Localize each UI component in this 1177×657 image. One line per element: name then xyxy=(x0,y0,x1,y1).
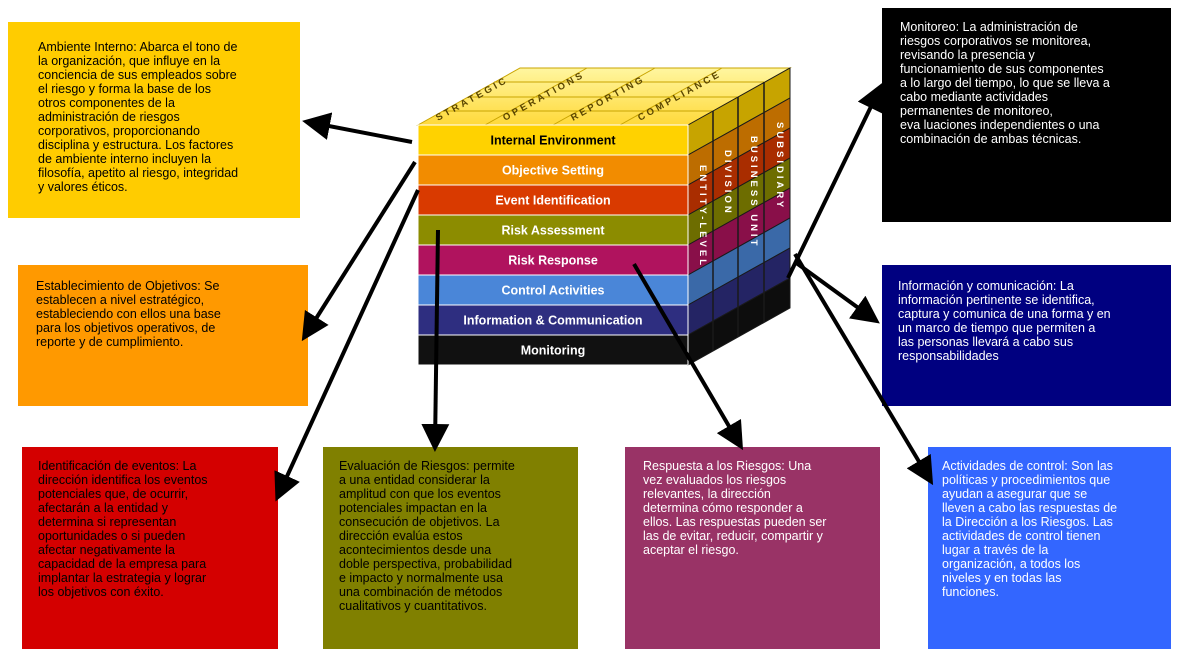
arrow-to-risk-assessment xyxy=(421,229,450,452)
cube-layer xyxy=(417,334,689,366)
arrow-to-objective-setting xyxy=(301,160,417,342)
arrow-to-internal-environment xyxy=(302,112,413,144)
cube-layer-label: Risk Response xyxy=(508,254,598,268)
cube-side-label: ENTITY-LEVEL xyxy=(697,165,708,268)
monitoring-box: Monitoreo: La administración de riesgos … xyxy=(882,8,1171,222)
information-communication-text: Información y comunicación: La informaci… xyxy=(898,279,1111,363)
cube-layer-label: Event Identification xyxy=(495,194,610,208)
risk-response-box: Respuesta a los Riesgos: Una vez evaluad… xyxy=(625,447,880,649)
objective-setting-text: Establecimiento de Objetivos: Se estable… xyxy=(36,279,221,349)
cube-layer xyxy=(417,124,689,156)
cube-layer-label: Monitoring xyxy=(521,344,586,358)
risk-assessment-text: Evaluación de Riesgos: permite a una ent… xyxy=(339,459,515,613)
arrow-to-event-identification xyxy=(274,189,420,502)
cube-side-label: BUSINESS UNIT xyxy=(748,136,759,248)
internal-environment-box: Ambiente Interno: Abarca el tono de la o… xyxy=(8,22,300,218)
control-activities-box: Actividades de control: Son las política… xyxy=(928,447,1171,649)
cube-layer xyxy=(417,154,689,186)
risk-response-text: Respuesta a los Riesgos: Una vez evaluad… xyxy=(643,459,827,557)
arrow-to-information-communication xyxy=(793,260,880,324)
information-communication-box: Información y comunicación: La informaci… xyxy=(882,265,1171,406)
internal-environment-text: Ambiente Interno: Abarca el tono de la o… xyxy=(38,40,239,194)
event-identification-text: Identificación de eventos: La dirección … xyxy=(38,459,208,599)
cube-layer-label: Control Activities xyxy=(501,284,604,298)
cube-layer xyxy=(417,244,689,276)
cube-side-label: DIVISION xyxy=(722,150,733,216)
cube-layer xyxy=(417,184,689,216)
cube-side-grid xyxy=(712,82,765,351)
event-identification-box: Identificación de eventos: La dirección … xyxy=(22,447,278,649)
objective-setting-box: Establecimiento de Objetivos: Se estable… xyxy=(18,265,308,406)
monitoring-text: Monitoreo: La administración de riesgos … xyxy=(900,20,1110,146)
cube-layer-label: Objective Setting xyxy=(502,164,604,178)
arrow-to-risk-response xyxy=(632,262,744,451)
cube-layer-label: Internal Environment xyxy=(490,134,616,148)
risk-assessment-box: Evaluación de Riesgos: permite a una ent… xyxy=(323,447,578,649)
cube-top-grid xyxy=(443,67,764,126)
cube-side-label: SUBSIDIARY xyxy=(774,122,785,210)
arrow-to-monitoring xyxy=(786,82,884,279)
cube-layer xyxy=(417,214,689,246)
arrow-to-control-activities xyxy=(793,252,934,486)
control-activities-text: Actividades de control: Son las política… xyxy=(942,459,1118,599)
cube-side-labels: ENTITY-LEVEL DIVISION BUSINESS UNIT SUBSIDI… xyxy=(697,122,785,268)
cube-layer-label: Risk Assessment xyxy=(501,224,605,238)
cube-layer xyxy=(417,304,689,336)
cube-layer-label: Information & Communication xyxy=(463,314,642,328)
